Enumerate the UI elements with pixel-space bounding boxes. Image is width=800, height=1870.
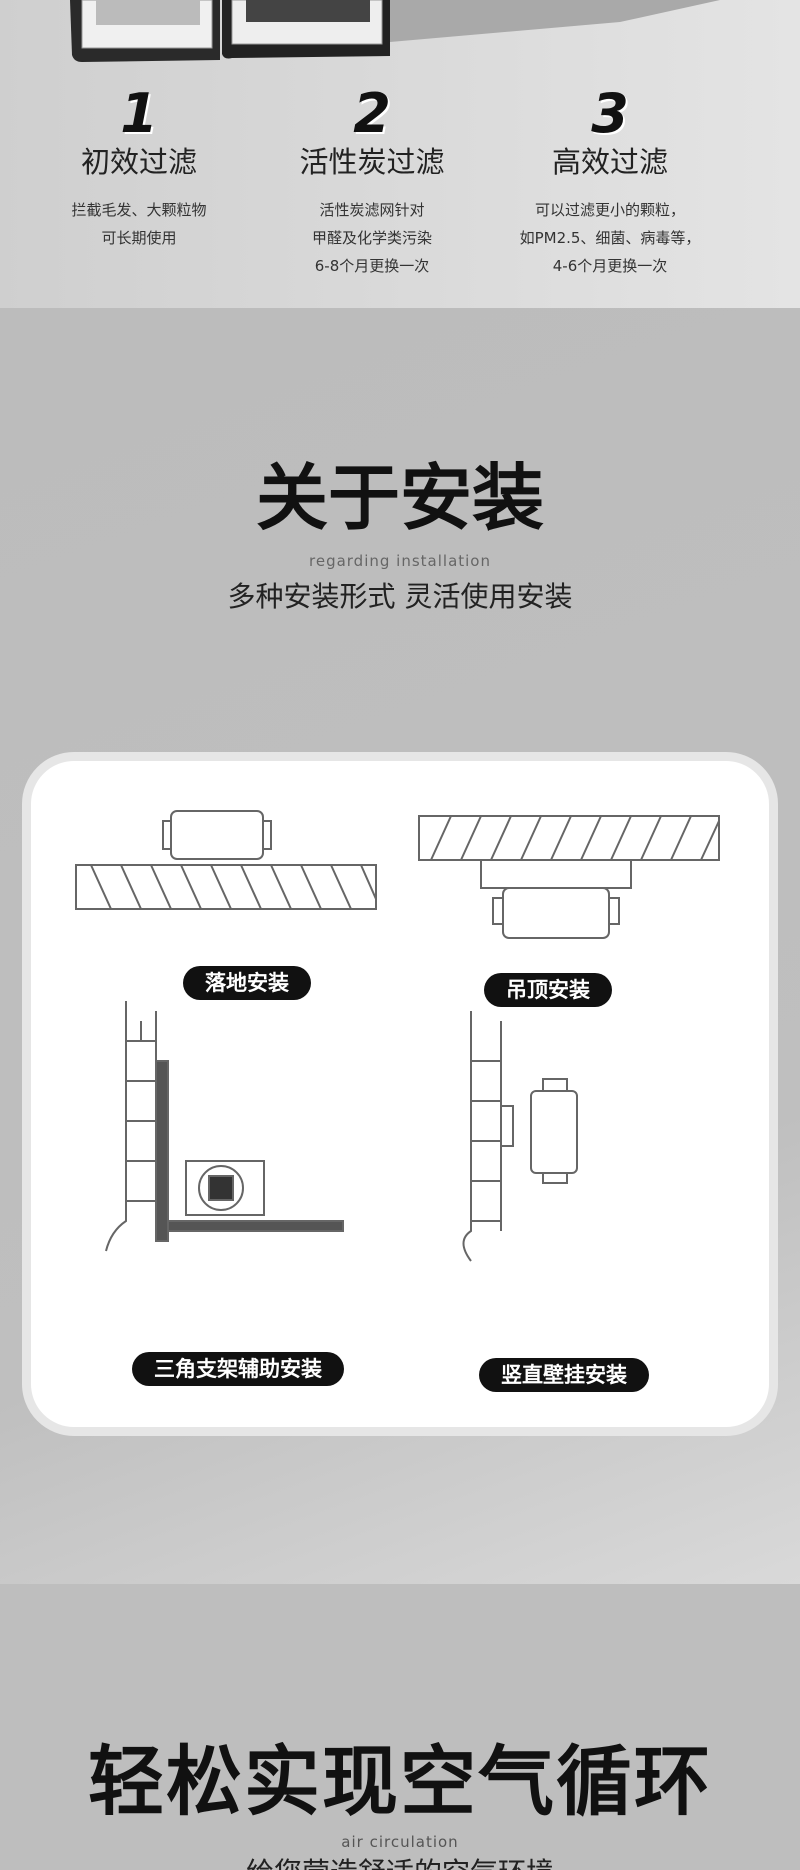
- circulation-section: 轻松实现空气循环 air circulation 给您营造舒适的空气环境: [0, 1584, 800, 1870]
- filter-primary: 1 初效过滤 拦截毛发、大颗粒物可长期使用: [27, 84, 251, 252]
- filter-title: 高效过滤: [551, 145, 668, 179]
- filter-title: 活性炭过滤: [299, 145, 445, 179]
- filter-number: 2: [353, 82, 391, 145]
- floor-install-diagram: [75, 810, 377, 910]
- filter-carbon: 2 活性炭过滤 活性炭滤网针对甲醛及化学类污染 6-8个月更换一次: [260, 84, 484, 280]
- filter-title: 初效过滤: [80, 145, 197, 179]
- install-label-bracket: 三角支架辅助安装: [132, 1352, 344, 1386]
- filter-desc: 拦截毛发、大颗粒物: [71, 201, 207, 219]
- filter-hepa: 3 高效过滤 可以过滤更小的颗粒， 如PM2.5、细菌、病毒等， 4-6个月更换一次: [498, 84, 722, 280]
- installation-subtitle: 多种安装形式 灵活使用安装: [227, 580, 573, 613]
- bracket-install-diagram: [105, 1001, 344, 1252]
- wall-install-diagram: [462, 1011, 578, 1262]
- install-label-floor: 落地安装: [183, 966, 311, 1000]
- filter-desc: 可长期使用: [101, 229, 177, 247]
- ceiling-install-diagram: [418, 815, 720, 939]
- filter-number: 1: [120, 82, 158, 145]
- circulation-title: 轻松实现空气循环: [88, 1737, 712, 1826]
- circulation-subtitle: 给您营造舒适的空气环境: [246, 1856, 554, 1870]
- filter-desc: 可以过滤更小的颗粒，: [534, 201, 685, 219]
- installation-card: 落地安装 吊顶安装 三角支架辅助安装 竖直壁挂安装: [22, 752, 778, 1436]
- filter-desc: 如PM2.5、细菌、病毒等，: [519, 229, 701, 247]
- installation-subtitle-en: regarding installation: [309, 552, 491, 570]
- filter-product-image: [70, 0, 720, 62]
- filter-desc: 活性炭滤网针对: [319, 201, 425, 219]
- install-label-ceiling: 吊顶安装: [484, 973, 612, 1007]
- installation-title: 关于安装: [255, 456, 545, 540]
- installation-diagrams: [75, 810, 720, 1262]
- filter-desc: 6-8个月更换一次: [314, 257, 430, 275]
- install-label-wall: 竖直壁挂安装: [479, 1358, 649, 1392]
- circulation-subtitle-en: air circulation: [341, 1833, 459, 1851]
- filter-desc: 甲醛及化学类污染: [311, 229, 432, 247]
- filter-number: 3: [591, 82, 629, 145]
- filter-section: 1 初效过滤 拦截毛发、大颗粒物可长期使用 2 活性炭过滤 活性炭滤网针对甲醛及…: [0, 0, 800, 308]
- filter-desc: 4-6个月更换一次: [552, 257, 668, 275]
